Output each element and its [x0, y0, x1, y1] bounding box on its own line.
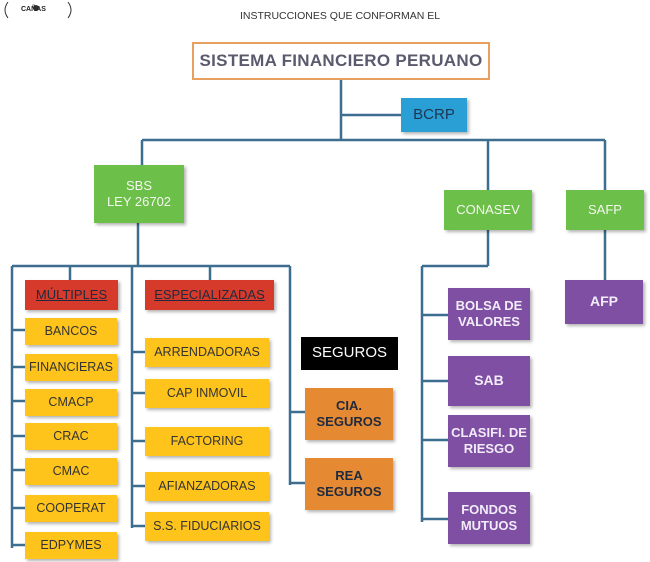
logo — [4, 1, 72, 19]
conasev-item-sab: SAB — [448, 356, 530, 406]
rea-seguros-line2: SEGUROS — [316, 484, 382, 499]
logo-text: CAÑAS — [21, 6, 46, 13]
bcrp-node: BCRP — [401, 98, 467, 132]
seguros-label: SEGUROS — [301, 337, 398, 370]
afp-node: AFP — [565, 280, 643, 324]
multiples-label: MÚLTIPLES — [25, 280, 118, 310]
conasev-item-fondos: FONDOS MUTUOS — [448, 492, 530, 544]
especializadas-item-fiduciarios: S.S. FIDUCIARIOS — [145, 512, 269, 541]
conasev-node: CONASEV — [444, 190, 532, 230]
fondos-line2: MUTUOS — [460, 518, 518, 533]
multiples-item-cmacp: CMACP — [25, 389, 117, 416]
sbs-line2: LEY 26702 — [106, 194, 172, 209]
rea-seguros-line1: REA — [335, 467, 363, 483]
multiples-item-crac: CRAC — [25, 423, 117, 450]
multiples-item-cmac: CMAC — [25, 458, 117, 485]
especializadas-item-cap-inmovil: CAP INMOVIL — [145, 379, 269, 408]
cia-seguros-line2: SEGUROS — [316, 414, 382, 429]
conasev-item-bolsa: BOLSA DE VALORES — [448, 288, 530, 340]
bolsa-line1: BOLSA DE — [455, 297, 523, 313]
system-title: SISTEMA FINANCIERO PERUANO — [192, 42, 490, 80]
safp-node: SAFP — [566, 190, 644, 230]
clasifi-line1: CLASIFI. DE — [451, 424, 527, 440]
rea-seguros-node: REA SEGUROS — [305, 458, 393, 510]
especializadas-item-afianzadoras: AFIANZADORAS — [145, 472, 269, 501]
especializadas-label: ESPECIALIZADAS — [145, 280, 274, 310]
especializadas-item-arrendadoras: ARRENDADORAS — [145, 338, 269, 367]
cia-seguros-node: CIA. SEGUROS — [305, 388, 393, 440]
fondos-line1: FONDOS — [461, 501, 517, 517]
sbs-line1: SBS — [125, 177, 152, 193]
clasifi-line2: RIESGO — [463, 441, 515, 456]
multiples-item-financieras: FINANCIERAS — [25, 354, 117, 381]
especializadas-item-factoring: FACTORING — [145, 427, 269, 456]
cia-seguros-line1: CIA. — [336, 397, 362, 413]
conasev-item-clasificadora: CLASIFI. DE RIESGO — [448, 415, 530, 467]
multiples-item-edpymes: EDPYMES — [25, 532, 117, 559]
multiples-item-cooperat: COOPERAT — [25, 495, 117, 522]
bolsa-line2: VALORES — [458, 314, 520, 329]
sbs-node: SBS LEY 26702 — [94, 165, 184, 223]
multiples-item-bancos: BANCOS — [25, 318, 117, 345]
header-caption: INSTRUCCIONES QUE CONFORMAN EL — [239, 10, 441, 22]
